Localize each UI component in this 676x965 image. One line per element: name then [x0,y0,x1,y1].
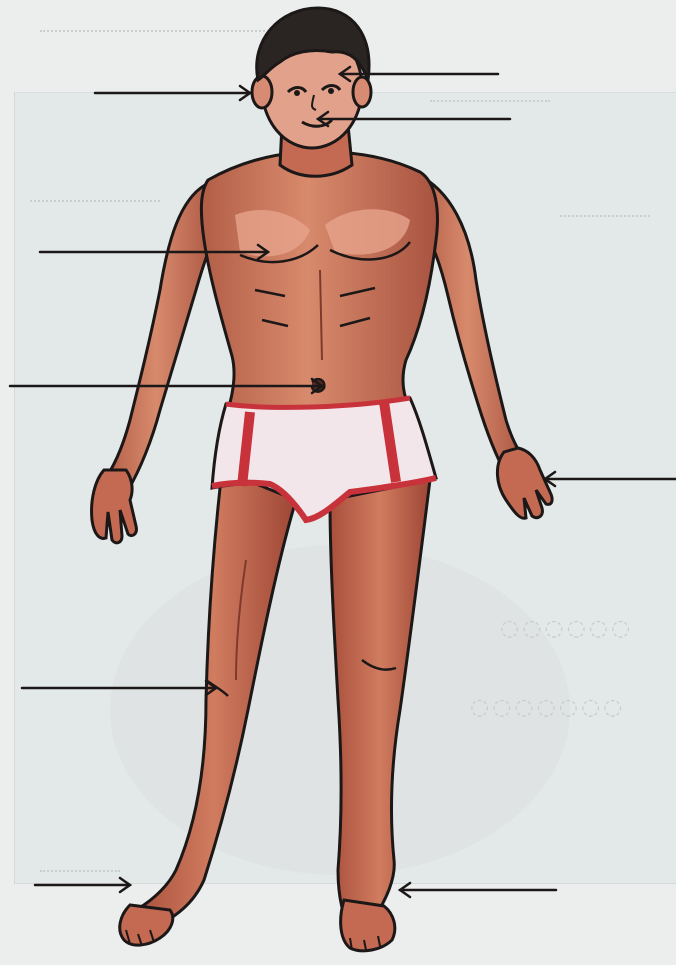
worksheet-page: ◌◌◌◌◌◌ ◌◌◌◌◌◌◌ [0,0,676,965]
label-pointers [0,0,676,965]
